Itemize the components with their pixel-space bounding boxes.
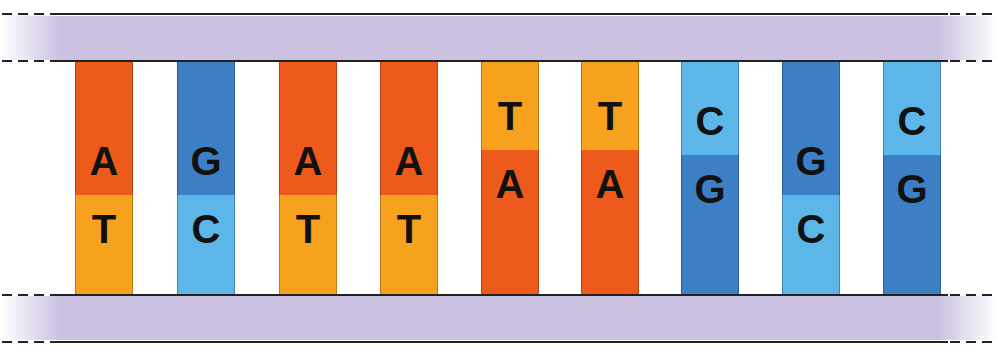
- base-box: T: [581, 62, 639, 150]
- base-letter: G: [896, 169, 927, 209]
- base-box: T: [380, 195, 438, 294]
- base-box: G: [681, 155, 739, 294]
- base-box: A: [481, 150, 539, 294]
- base-letter: A: [496, 164, 525, 204]
- base-letter: C: [797, 209, 826, 249]
- base-letter: G: [795, 141, 826, 181]
- base-letter: G: [190, 141, 221, 181]
- base-letter: C: [192, 209, 221, 249]
- base-box: T: [279, 195, 337, 294]
- base-box: T: [75, 195, 133, 294]
- base-box: T: [481, 62, 539, 150]
- base-letter: A: [90, 141, 119, 181]
- base-letter: G: [694, 169, 725, 209]
- backbone-band: [0, 16, 998, 60]
- base-box: A: [279, 62, 337, 195]
- base-letter: T: [92, 209, 116, 249]
- base-box: C: [681, 62, 739, 155]
- base-box: A: [75, 62, 133, 195]
- base-letter: C: [898, 101, 927, 141]
- base-letter: T: [397, 209, 421, 249]
- base-letter: T: [498, 96, 522, 136]
- backbone-band: [0, 296, 998, 340]
- base-box: G: [883, 155, 941, 294]
- base-box: G: [177, 62, 235, 195]
- base-box: G: [782, 62, 840, 195]
- base-box: A: [380, 62, 438, 195]
- base-letter: T: [296, 209, 320, 249]
- base-letter: C: [696, 101, 725, 141]
- base-box: C: [883, 62, 941, 155]
- base-box: C: [782, 195, 840, 294]
- base-box: A: [581, 150, 639, 294]
- base-letter: A: [596, 164, 625, 204]
- base-box: C: [177, 195, 235, 294]
- base-letter: A: [395, 141, 424, 181]
- base-letter: T: [598, 96, 622, 136]
- base-letter: A: [294, 141, 323, 181]
